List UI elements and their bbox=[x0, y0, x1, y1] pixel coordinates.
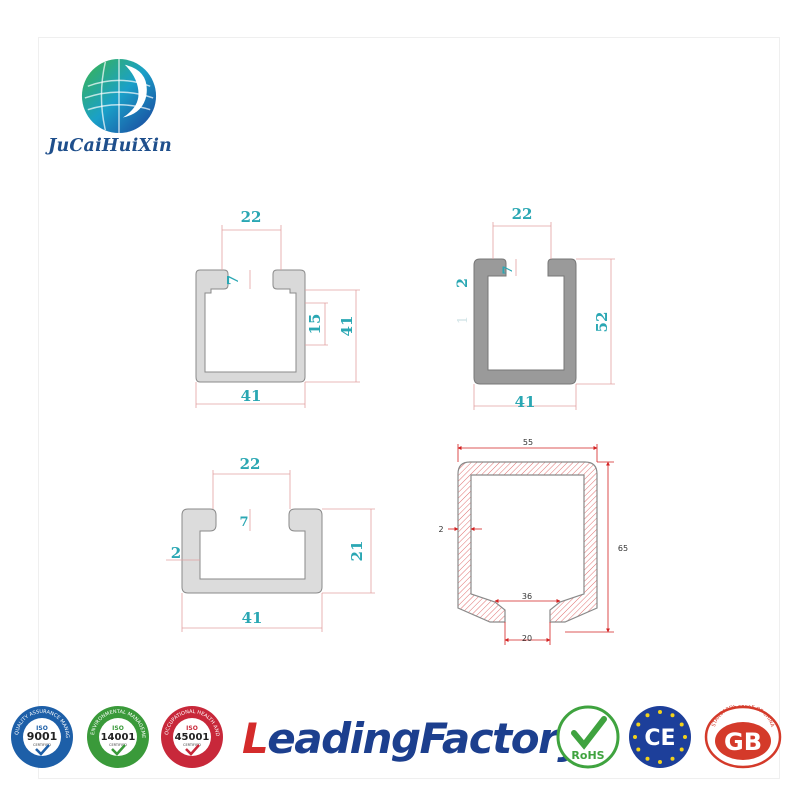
profile-4-height-label: 65 bbox=[618, 544, 628, 553]
brand-name: JuCaiHuiXin bbox=[48, 136, 172, 156]
profile-4-width-label: 55 bbox=[523, 438, 533, 447]
profile-3-wall-label: 2 bbox=[171, 544, 181, 562]
profile-3-top-width-label: 22 bbox=[240, 455, 261, 473]
profile-4-dim-lines bbox=[448, 444, 614, 645]
profile-2-lip-label: 7 bbox=[501, 265, 516, 274]
iso-9001-certified: CERTIFIED bbox=[33, 743, 51, 747]
page-frame bbox=[38, 37, 780, 779]
ce-label: CE bbox=[644, 726, 675, 751]
rohs-badge-icon: RoHS bbox=[556, 705, 620, 769]
profile-2: 22 7 2 1 52 41 bbox=[455, 205, 615, 411]
iso-9001-iso-text: ISO bbox=[36, 725, 48, 732]
profile-1-shape bbox=[195, 269, 306, 383]
profile-2-width-label: 41 bbox=[515, 393, 536, 411]
globe-logo-icon bbox=[81, 58, 157, 134]
profile-4-opening-label: 20 bbox=[522, 634, 532, 643]
ce-badge-icon: CE bbox=[629, 706, 691, 768]
profile-1-dim-lines bbox=[195, 225, 360, 408]
profile-1-lip-label: 7 bbox=[224, 275, 242, 285]
iso-14001-iso-text: ISO bbox=[112, 725, 124, 732]
profile-1: 22 7 15 41 41 bbox=[195, 208, 360, 408]
profile-3-height-label: 21 bbox=[348, 541, 366, 562]
rohs-label: RoHS bbox=[571, 749, 604, 762]
iso-45001-number: 45001 bbox=[175, 732, 210, 743]
profile-4-inner-slot-label: 36 bbox=[522, 592, 532, 601]
profile-3-width-label: 41 bbox=[242, 609, 263, 627]
profile-4-wall-label: 2 bbox=[438, 525, 443, 534]
iso-45001-badge-icon: OCCUPATIONAL HEALTH AND SAFETY ISO 45001… bbox=[160, 705, 223, 768]
iso-45001-certified: CERTIFIED bbox=[183, 743, 201, 747]
iso-9001-number: 9001 bbox=[27, 730, 58, 743]
iso-14001-badge-icon: ENVIRONMENTAL MANAGEMENT SYSTEM ISO 1400… bbox=[86, 705, 149, 768]
profile-1-width-label: 41 bbox=[241, 387, 262, 405]
leading-factory-logo: LeadingFactory bbox=[242, 714, 585, 763]
profile-4: 55 2 65 36 20 bbox=[438, 438, 628, 645]
iso-14001-number: 14001 bbox=[101, 732, 136, 743]
leading-factory-lead-letter: L bbox=[242, 714, 269, 763]
profile-2-shape bbox=[473, 258, 577, 385]
profile-3-dim-lines bbox=[166, 470, 375, 632]
profile-3-lip-label: 7 bbox=[239, 515, 248, 530]
profile-2-wall-label: 2 bbox=[455, 278, 471, 288]
profile-1-top-width-label: 22 bbox=[241, 208, 262, 226]
profile-1-height-label: 41 bbox=[338, 316, 356, 337]
profile-2-dim-lines bbox=[473, 222, 615, 410]
iso-14001-certified: CERTIFIED bbox=[109, 743, 127, 747]
leading-factory-rest: eadingFactory bbox=[267, 714, 584, 763]
profile-2-top-width-label: 22 bbox=[512, 205, 533, 223]
gb-badge-icon: STANDARDS PRESS OF CHINA GB bbox=[704, 705, 782, 769]
profile-drawings: 22 7 15 41 41 22 7 2 1 52 41 bbox=[166, 205, 628, 645]
gb-label: GB bbox=[724, 728, 762, 756]
iso-45001-iso-text: ISO bbox=[186, 725, 198, 732]
profile-4-shape bbox=[457, 461, 598, 623]
profile-2-ghost-label: 1 bbox=[456, 316, 471, 324]
profile-1-inner-height-label: 15 bbox=[306, 314, 324, 335]
profile-3-shape bbox=[181, 508, 323, 594]
profile-2-height-label: 52 bbox=[593, 312, 611, 333]
iso-9001-badge-icon: QUALITY ASSURANCE MANAGEMENT SYSTEM ISO … bbox=[10, 705, 73, 768]
profile-3: 22 7 2 21 41 bbox=[166, 455, 375, 632]
